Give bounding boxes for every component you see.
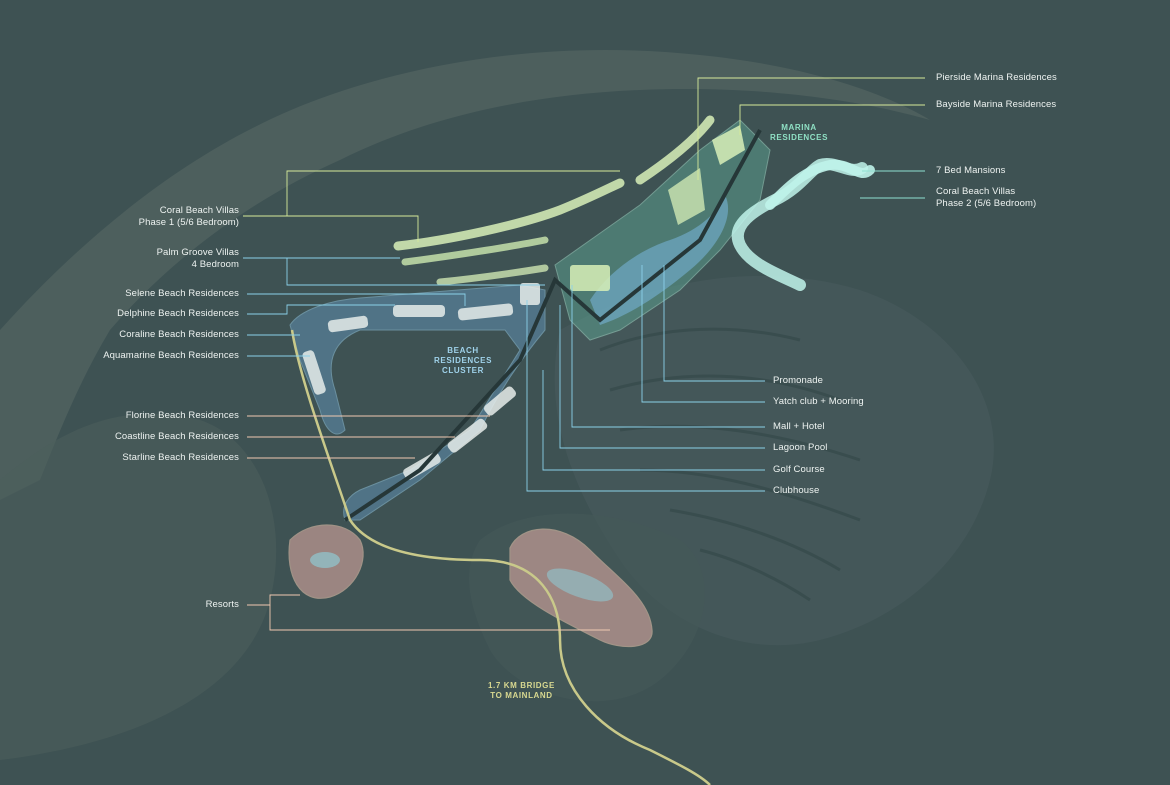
label-clubhouse: Clubhouse xyxy=(773,485,820,496)
eastern-island-canals xyxy=(599,327,861,602)
bayside-marina-block-b xyxy=(668,168,705,225)
beach-residences-cluster-label: BEACH RESIDENCES CLUSTER xyxy=(434,346,493,375)
bridge-label: 1.7 KM BRIDGE TO MAINLAND xyxy=(488,681,555,700)
label-coral-beach-villas-phase2: Coral Beach Villas Phase 2 (5/6 Bedroom) xyxy=(936,186,1037,209)
label-coastline-beach-residences: Coastline Beach Residences xyxy=(114,431,239,442)
bridge-road xyxy=(290,329,711,785)
marina-residences-zone-label: MARINA RESIDENCES xyxy=(770,123,829,142)
label-promenade: Promonade xyxy=(773,375,824,386)
leader-lines-cyan xyxy=(860,170,925,199)
resort-west-lagoon xyxy=(310,552,340,568)
island-main-road xyxy=(343,129,762,522)
label-starline-beach-residences: Starline Beach Residences xyxy=(122,452,239,463)
label-golf-course: Golf Course xyxy=(773,464,825,475)
leader-lines-green xyxy=(243,77,925,242)
label-mall-hotel: Mall + Hotel xyxy=(773,421,825,432)
label-coral-beach-villas-phase1: Coral Beach Villas Phase 1 (5/6 Bedroom) xyxy=(138,205,239,228)
label-resorts: Resorts xyxy=(205,599,239,610)
bayside-marina-block xyxy=(712,125,745,165)
label-lagoon-pool: Lagoon Pool xyxy=(773,442,828,453)
label-selene-beach-residences: Selene Beach Residences xyxy=(125,288,239,299)
northern-sandbar xyxy=(0,49,930,500)
label-pierside-marina-residences: Pierside Marina Residences xyxy=(936,72,1057,83)
label-florine-beach-residences: Florine Beach Residences xyxy=(125,410,239,421)
coral-beach-villas-phase1-strip xyxy=(393,178,625,251)
resort-east-lagoon xyxy=(546,568,614,602)
label-coraline-beach-residences: Coraline Beach Residences xyxy=(119,329,239,340)
palm-groove-villas-strip xyxy=(436,264,549,286)
lagoon-water xyxy=(590,195,729,325)
label-delphine-beach-residences: Delphine Beach Residences xyxy=(117,308,239,319)
label-bayside-marina-residences: Bayside Marina Residences xyxy=(936,99,1057,110)
pierside-marina-strip xyxy=(635,115,715,185)
label-aquamarine-beach-residences: Aquamarine Beach Residences xyxy=(103,350,239,361)
western-shallows xyxy=(0,413,277,760)
label-palm-groove-villas: Palm Groove Villas 4 Bedroom xyxy=(156,247,239,270)
leader-lines-blue xyxy=(243,257,765,492)
mansions-hook xyxy=(765,159,875,210)
label-7-bed-mansions: 7 Bed Mansions xyxy=(936,165,1006,176)
coral-beach-villas-phase1-strip-b xyxy=(401,236,549,266)
label-yacht-club-mooring: Yatch club + Mooring xyxy=(773,396,864,407)
leader-lines-peach xyxy=(247,415,610,631)
